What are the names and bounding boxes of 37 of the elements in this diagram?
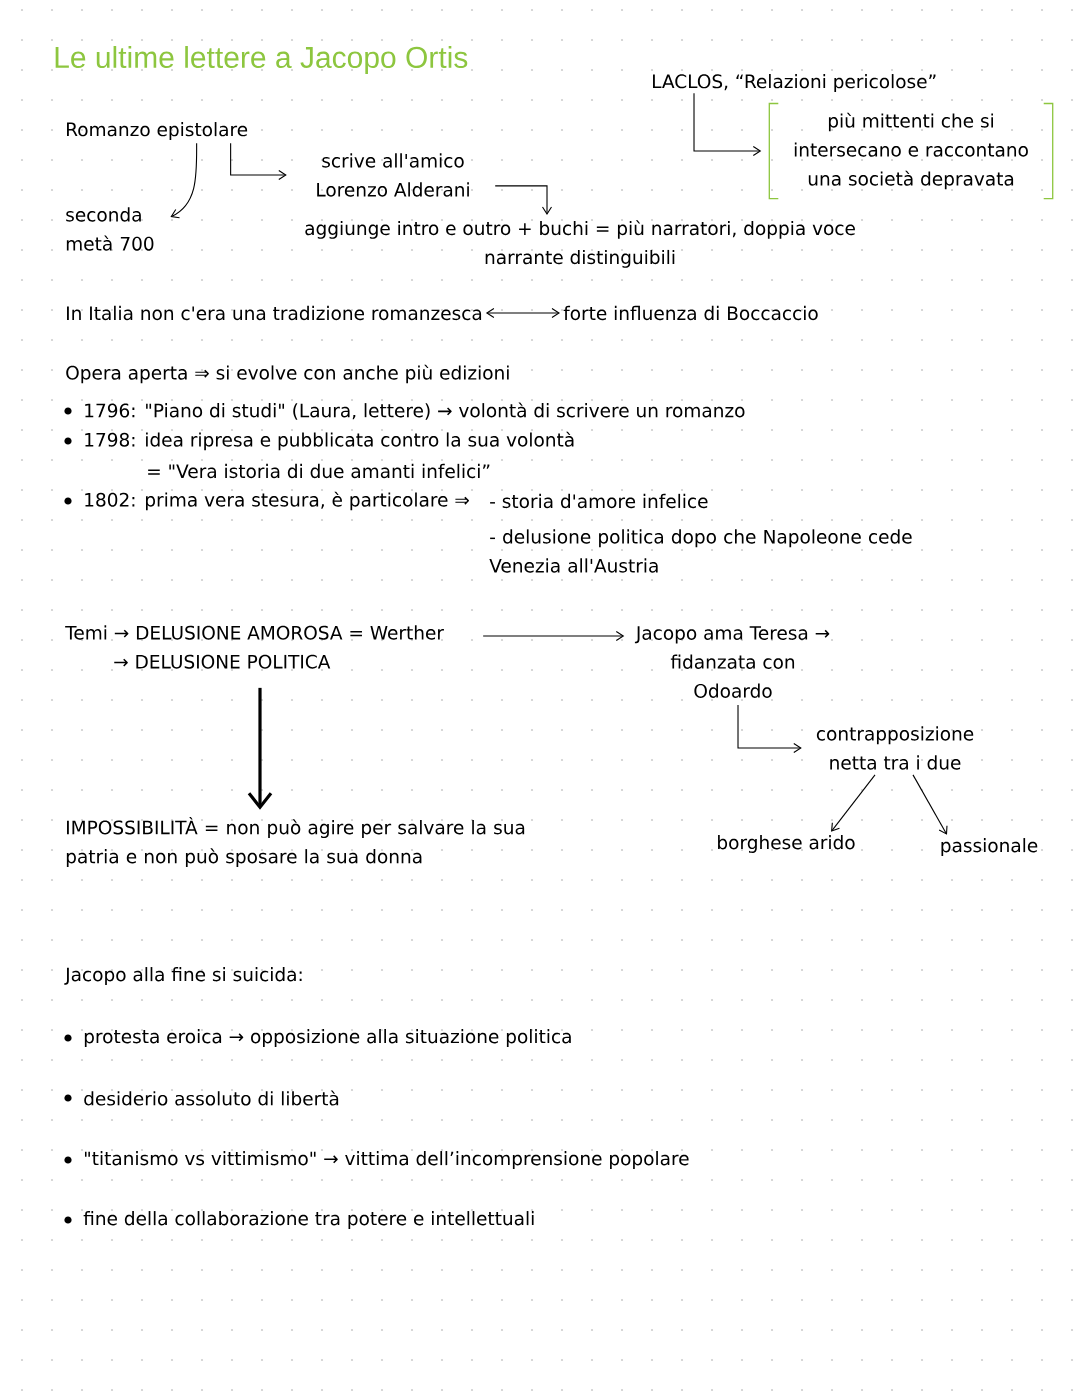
note-text: desiderio assoluto di libertà [84,1090,339,1106]
arrow [485,307,560,319]
bracket-note: più mittenti che si intersecano e raccontano una società depravata [768,102,1054,200]
note-text: Romanzo epistolare [67,122,248,140]
arrow [170,142,198,219]
note-text: Jacopo alla fine si suicida: [64,967,302,985]
arrow [482,630,625,642]
arrow [737,704,802,754]
note-text: forte influenza di Boccaccio [563,305,818,321]
note-text: Temi → DELUSIONE AMOROSA = Werther → DELUSIONE POLITICA [65,625,444,669]
note-text: fine della collaborazione tra potere e intellettuali [83,1211,534,1229]
note-text: LACLOS, “Relazioni pericolose” [653,74,936,92]
arrow [912,774,948,835]
note-text: = "Vera istoria di due amanti infelici” [148,463,490,479]
arrow [230,142,287,181]
note-text: 1802: prima vera stesura, è particolare ⇒ [85,491,469,511]
arrow [494,185,553,215]
note-text: IMPOSSIBILITÀ = non può agire per salvare la sua patria e non può sposare la sua donna [66,817,525,867]
arrow [831,774,876,832]
note-text: In Italia non c'era una tradizione romanzesca [67,305,482,321]
note-text: Opera aperta ⇒ si evolve con anche più edizioni [66,364,509,384]
note-text: protesta eroica → opposizione alla situazione politica [84,1029,571,1047]
arrow [693,92,762,157]
note-text: passionale [941,838,1038,856]
title: Le ultime lettere a Jacopo Ortis [55,46,468,74]
note-text: 1796: "Piano di studi" (Laura, lettere) → volontà di scrivere un romanzo [85,402,745,420]
note-text: - storia d'amore infelice [490,493,708,509]
note-text: borghese arido [718,835,855,853]
arrow [247,687,273,810]
note-text: aggiunge intro e outro + buchi = più narratori, doppia voce narrante distinguibili [305,220,855,268]
note-text: Jacopo ama Teresa → fidanzata con Odoardo [634,626,830,698]
note-text: seconda metà 700 [66,207,154,251]
note-text: "titanismo vs vittimismo" → vittima dell’incomprensione popolare [85,1151,689,1169]
note-text: 1798: idea ripresa e pubblicata contro la sua volontà [85,431,574,451]
note-text: contrapposizione netta tra i due [816,726,974,770]
note-text: - delusione politica dopo che Napoleone cede Venezia all'Austria [489,529,912,573]
note-text: scrive all'amico Lorenzo Alderani [317,153,469,197]
